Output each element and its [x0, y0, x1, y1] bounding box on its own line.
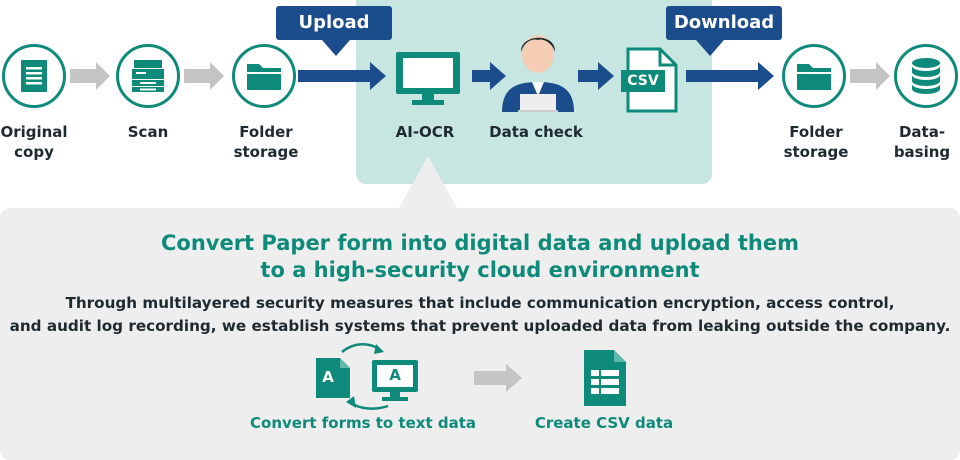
detail-headline: Convert Paper form into digital data and…: [160, 231, 799, 282]
download-tag-tail: [696, 40, 724, 56]
create-csv-label: Create CSV data: [534, 414, 674, 432]
spreadsheet-icon: [584, 350, 626, 406]
folder-icon: [797, 64, 831, 90]
folder-storage-circle: [232, 44, 296, 108]
document-glyph: A: [322, 368, 334, 386]
csv-badge-text: CSV: [627, 73, 659, 89]
step-label-scan: Scan: [127, 123, 169, 141]
convert-arrow: [474, 364, 522, 392]
arrow-copy-to-scan: [70, 62, 110, 90]
screen-monitor-icon: [372, 360, 418, 401]
original-copy-circle: [2, 44, 66, 108]
arrow-csv-to-folder: [686, 62, 774, 90]
monitor-glyph: A: [389, 366, 401, 384]
scanner-icon: [132, 60, 164, 92]
flow-arrows: [70, 62, 890, 90]
step-label-databasing: Data-basing: [893, 123, 951, 161]
arrow-check-to-csv: [578, 62, 614, 90]
step-label-ai-ocr: AI-OCR: [395, 123, 455, 141]
folder-icon: [247, 64, 281, 90]
arrow-ocr-to-check: [472, 62, 506, 90]
scan-circle: [116, 44, 180, 108]
arrow-folder-to-database: [850, 62, 890, 90]
download-tag: Download: [666, 6, 782, 40]
arrow-folder-to-ocr: [298, 62, 386, 90]
csv-file-icon: [621, 47, 678, 113]
upload-tag-tail: [322, 40, 350, 56]
document-icon: [21, 60, 47, 92]
convert-forms-label: Convert forms to text data: [250, 414, 477, 432]
step-label-data-check: Data check: [489, 123, 583, 141]
folder-storage-download-circle: [782, 44, 846, 108]
person-icon: [502, 35, 574, 112]
form-document-icon: [316, 358, 350, 398]
convert-forms-illustration: [316, 343, 418, 410]
monitor-icon: [396, 52, 460, 105]
database-circle: [894, 44, 958, 108]
database-icon: [912, 58, 940, 94]
callout-pointer: [398, 156, 458, 210]
detail-panel: [0, 208, 960, 460]
detail-body: Through multilayered security measures t…: [9, 294, 951, 335]
upload-tag: Upload: [276, 6, 392, 40]
arrow-scan-to-folder: [184, 62, 224, 90]
